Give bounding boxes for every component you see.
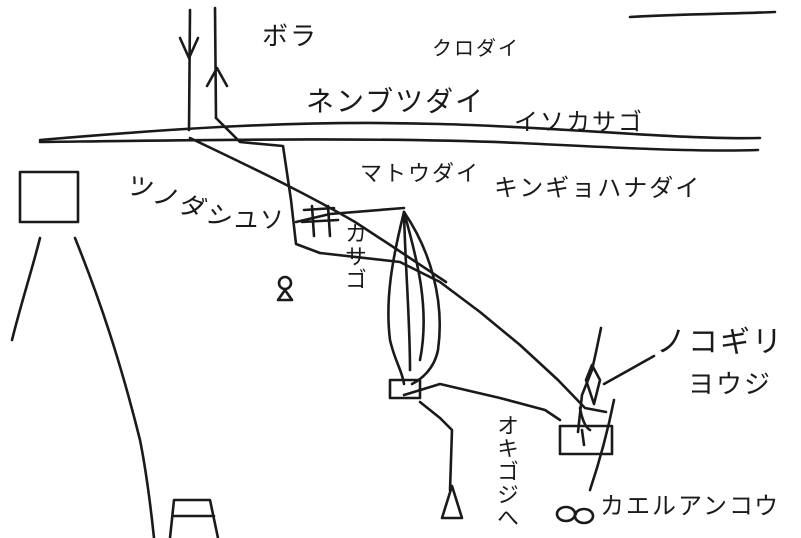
exit-up-line bbox=[213, 6, 218, 120]
label-kasago: カサゴ bbox=[341, 222, 366, 291]
left-tower-line bbox=[73, 236, 156, 538]
rope-marker-inner bbox=[402, 210, 425, 362]
right-pointer-line bbox=[602, 354, 656, 386]
diver-body-icon bbox=[276, 288, 294, 302]
top-boundary-line bbox=[628, 10, 777, 19]
frogfish-eye-right bbox=[573, 507, 595, 525]
label-isokasago: イソカサゴ bbox=[514, 108, 644, 136]
dive-route-lower bbox=[402, 382, 562, 422]
frogfish-eye-left bbox=[555, 505, 577, 523]
label-youji: ヨウジ bbox=[688, 370, 773, 400]
rope-marker-left bbox=[387, 210, 406, 386]
label-matoudai: マトウダイ bbox=[360, 162, 481, 187]
right-box-vertical bbox=[580, 428, 586, 447]
dive-route-diagonal bbox=[188, 136, 448, 284]
block-marker bbox=[388, 378, 422, 400]
left-box-marker bbox=[18, 170, 80, 224]
label-bora: ボラ bbox=[262, 22, 319, 52]
reef-line-lower bbox=[38, 138, 760, 152]
rope-marker-right bbox=[402, 210, 442, 386]
label-kaeruankou: カエルアンコウ bbox=[600, 492, 781, 520]
cone-marker-icon bbox=[440, 484, 464, 520]
label-yuso: ユソ bbox=[234, 206, 286, 234]
dive-route-side bbox=[418, 400, 454, 492]
dive-route-outbound bbox=[214, 116, 322, 255]
right-bracket-line bbox=[578, 406, 592, 432]
right-frame-line-3 bbox=[588, 398, 616, 492]
torii-marker-icon bbox=[300, 204, 340, 238]
label-nokogiri: ノコギリ bbox=[656, 325, 784, 360]
left-slope-line bbox=[10, 236, 42, 342]
exit-up-arrow-icon bbox=[205, 66, 229, 88]
right-box-marker bbox=[558, 424, 614, 456]
right-frame-line-2 bbox=[584, 363, 602, 406]
label-okigoji-he: オキゴジへ bbox=[493, 414, 518, 529]
rope-marker-mid bbox=[402, 210, 412, 372]
entry-down-line bbox=[187, 8, 192, 132]
label-kurodai: クロダイ bbox=[432, 36, 520, 60]
dive-route-return bbox=[294, 206, 406, 224]
diver-head-icon bbox=[277, 275, 293, 291]
label-kingyohanadai: キンギョハナダイ bbox=[494, 174, 702, 202]
bottom-gate-icon bbox=[168, 498, 220, 538]
label-nenbutsudai: ネンブツダイ bbox=[306, 85, 486, 118]
reef-line-upper bbox=[38, 121, 762, 142]
dive-route-long bbox=[318, 251, 608, 414]
entry-down-arrow-icon bbox=[178, 36, 200, 60]
frogfish-bridge bbox=[573, 510, 578, 516]
